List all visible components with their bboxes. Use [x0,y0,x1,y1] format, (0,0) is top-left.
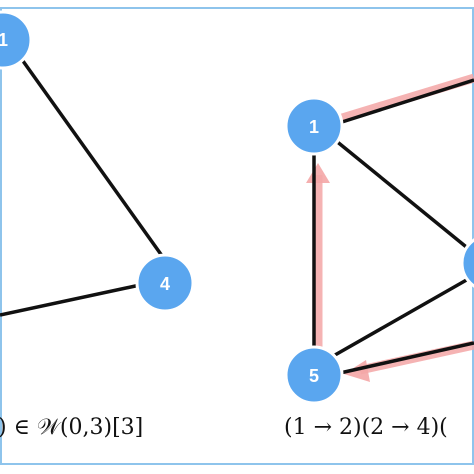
right-graph: 1 5 (1 → 2)(2 → 4)( [284,73,474,440]
left-node-1-label: 1 [0,30,8,50]
highlight-1-2 [340,73,474,123]
right-node-1[interactable]: 1 [284,96,344,156]
left-node-4[interactable]: 4 [135,253,195,313]
right-node-1-label: 1 [309,117,319,137]
right-node-5[interactable]: 5 [284,345,344,405]
left-caption: ) ∈ 𝒲(0,3)[3] [0,415,143,440]
edge-1-4 [6,38,167,262]
edge-1-2 [341,78,474,124]
highlight-arrowhead-left [344,360,370,382]
edge-1-3 [333,138,472,252]
image-border [0,7,474,465]
right-node-3-partial[interactable] [460,235,474,291]
left-node-4-label: 4 [160,274,170,294]
right-node-5-label: 5 [309,366,319,386]
highlight-arrowhead-up [306,163,330,183]
left-node-1[interactable]: 1 [0,10,33,70]
edge-5-3 [334,276,471,357]
edge-4-offscreen [0,283,141,317]
left-graph: 1 4 ) ∈ 𝒲(0,3)[3] [0,10,195,440]
edge-5-offscreen [339,341,474,375]
right-caption: (1 → 2)(2 → 4)( [284,415,448,440]
